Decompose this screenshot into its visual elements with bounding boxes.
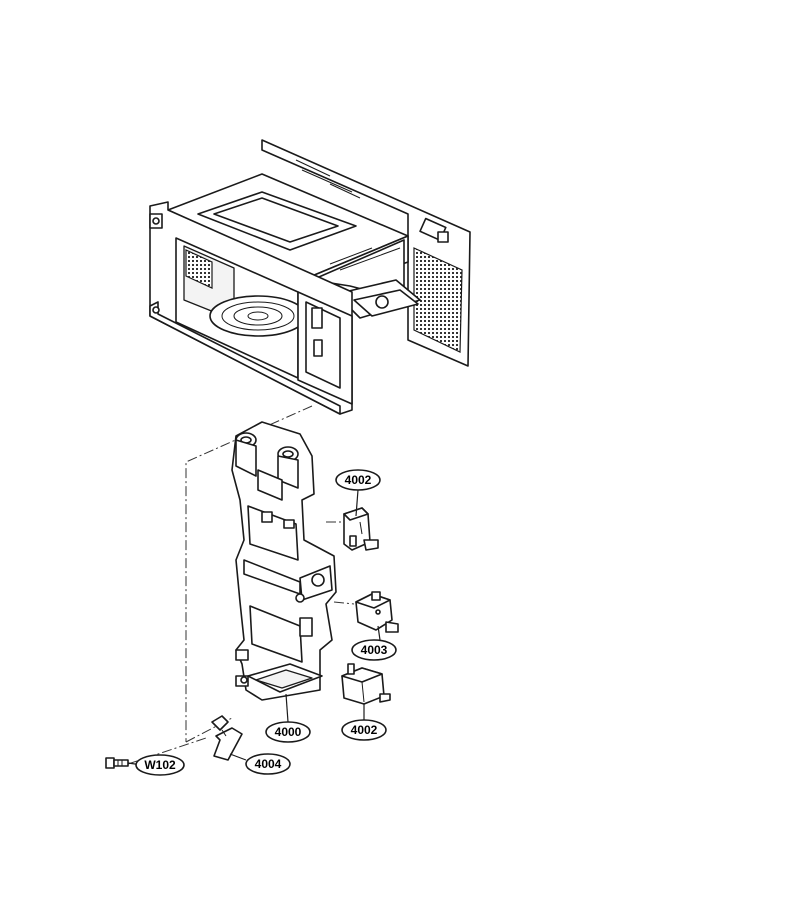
- micro-switch-4002-top: [343, 507, 379, 551]
- micro-switch-4002-bottom: [341, 663, 391, 705]
- callout-label: 4004: [255, 757, 282, 771]
- callout-4003: 4003: [351, 639, 397, 661]
- callout-4002-top: 4002: [335, 469, 381, 491]
- callout-w102: W102: [135, 754, 185, 776]
- callout-label: 4002: [351, 723, 378, 737]
- callout-label: 4003: [361, 643, 388, 657]
- callout-label: 4000: [275, 725, 302, 739]
- screw-w102: [105, 757, 129, 769]
- callout-label: W102: [144, 758, 176, 772]
- callout-4004: 4004: [245, 753, 291, 775]
- callout-4002-bottom: 4002: [341, 719, 387, 741]
- callout-4000: 4000: [265, 721, 311, 743]
- callout-label: 4002: [345, 473, 372, 487]
- leader-lines: [127, 489, 381, 766]
- latch-board-bracket: [231, 421, 337, 701]
- micro-switch-4003: [355, 591, 399, 633]
- microwave-cavity-assembly: [149, 139, 471, 415]
- latch-lever-4004: [211, 715, 243, 761]
